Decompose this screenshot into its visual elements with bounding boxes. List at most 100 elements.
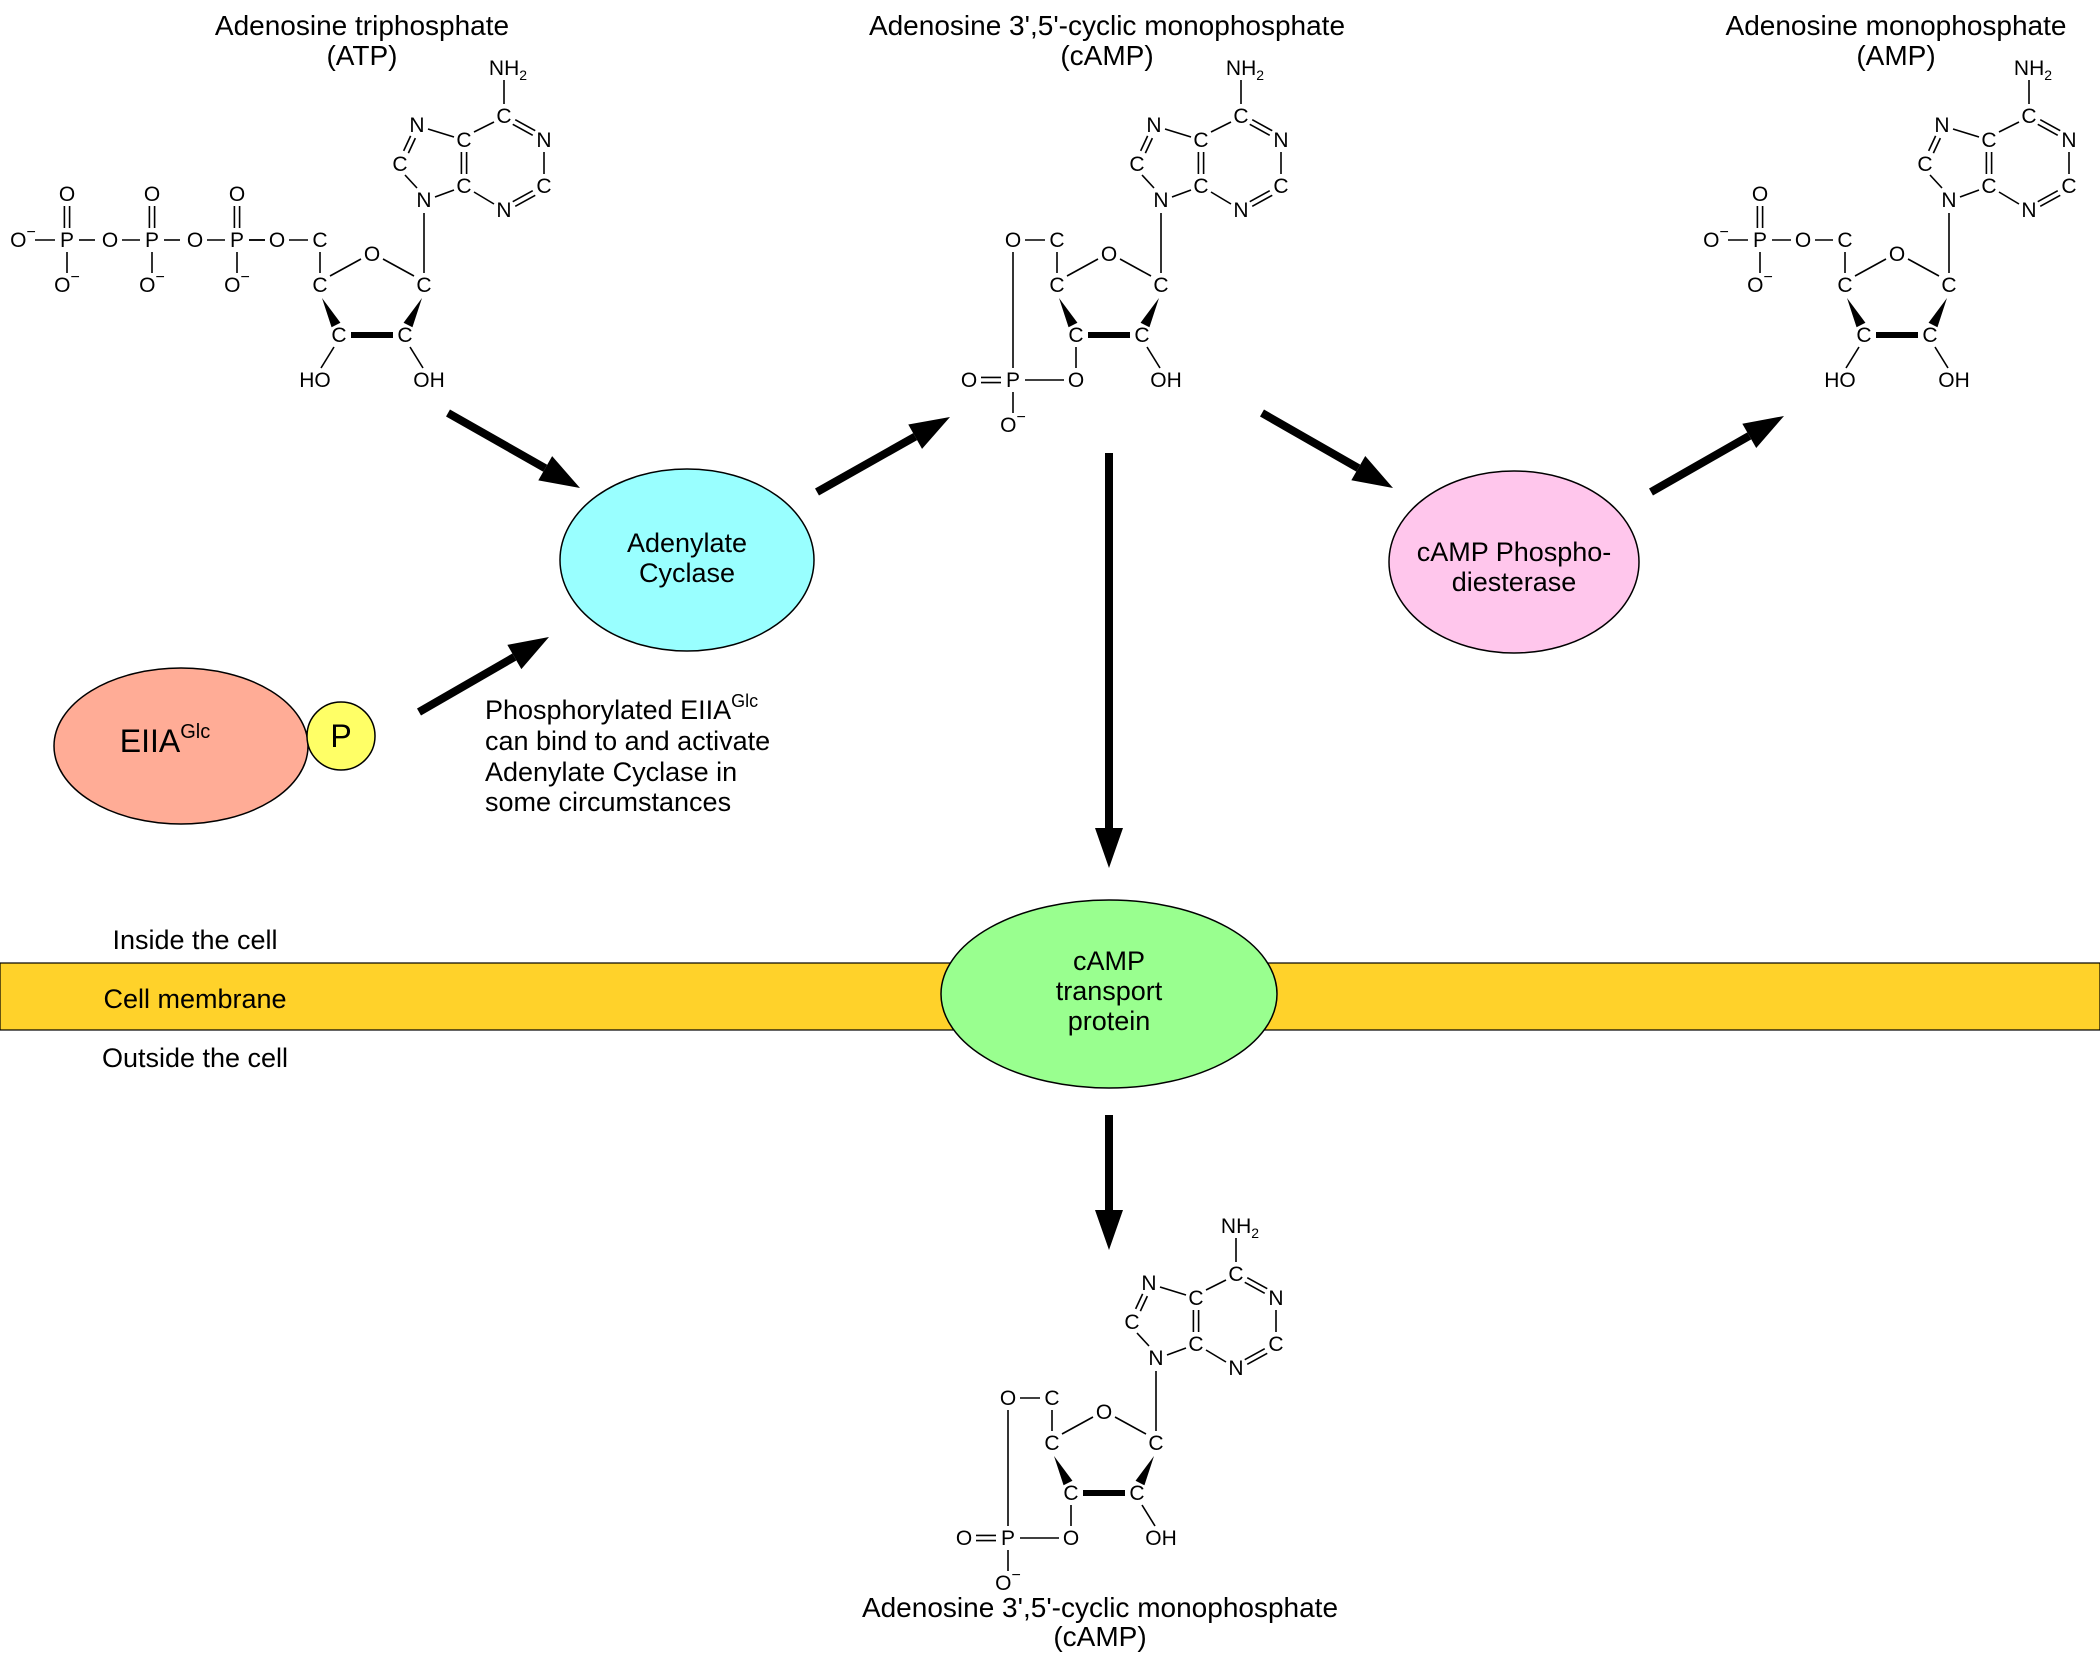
bold-bond	[1088, 332, 1130, 338]
wedge-bond	[1140, 298, 1159, 328]
double-bond	[1134, 1293, 1144, 1310]
double-bond	[2037, 123, 2059, 136]
atom-o5: O	[269, 229, 285, 252]
phosphate-3-o-top: O	[59, 183, 75, 206]
hydroxyl-2: OH	[1938, 369, 1970, 392]
eiia-base: EIIA	[120, 723, 181, 759]
cyclic-p: P	[1006, 369, 1020, 392]
double-bond	[1251, 119, 1273, 132]
atom-n7: N	[1934, 114, 1949, 137]
phosphate-1-o-top: O	[1752, 183, 1768, 206]
amino-group: NH2	[489, 57, 527, 83]
phosphodiesterase-ellipse[interactable]	[1388, 470, 1640, 654]
phosphodiesterase-node[interactable]: cAMP Phospho- diesterase	[1388, 470, 1640, 654]
bond	[1929, 174, 1943, 189]
bridging-oxygen: O	[187, 229, 203, 252]
atom-o3: O	[1063, 1527, 1079, 1550]
phosphate-1-o-top: O	[229, 183, 245, 206]
transport-protein-ellipse[interactable]	[940, 899, 1278, 1089]
wedge-bond	[1135, 1456, 1154, 1486]
atom-c3: C	[1856, 324, 1871, 347]
atom-c5: C	[1044, 1387, 1059, 1410]
double-bond	[1139, 1295, 1149, 1312]
atom-c2: C	[397, 324, 412, 347]
phosphate-2-p: P	[145, 229, 159, 252]
eiia-ellipse[interactable]	[53, 667, 309, 825]
atp-title: Adenosine triphosphate (ATP)	[215, 10, 509, 71]
adenylate-cyclase-label-2: Cyclase	[639, 558, 735, 588]
annotation-line-2: can bind to and activate	[485, 726, 770, 756]
adenylate-cyclase-node[interactable]: Adenylate Cyclase	[559, 468, 815, 652]
atom-o3: O	[1068, 369, 1084, 392]
atom-c5: C	[1837, 229, 1852, 252]
double-bond	[2039, 119, 2061, 132]
bond	[1166, 1347, 1187, 1356]
phosphodiesterase-label-2: diesterase	[1452, 567, 1577, 597]
amp-abbrev: (AMP)	[1856, 40, 1935, 71]
wedge-bond	[322, 298, 341, 328]
atom-c2-purine: C	[1273, 175, 1288, 198]
atom-c8: C	[1917, 153, 1932, 176]
atom-o5: O	[1795, 229, 1811, 252]
atom-n9: N	[1941, 189, 1956, 212]
pathway-arrows	[417, 409, 1784, 1250]
bond	[1854, 258, 1887, 277]
phosphate-1-p: P	[1753, 229, 1767, 252]
bond	[473, 121, 495, 133]
double-bond	[1251, 194, 1273, 207]
double-bond	[1932, 137, 1942, 154]
phosphate-3-o-bottom: O−	[54, 269, 80, 297]
phosphate-1-o-bottom: O−	[1747, 269, 1773, 297]
bond	[320, 346, 335, 369]
phosphodiesterase-label-1: cAMP Phospho-	[1417, 537, 1612, 567]
phosphate-2-o-bottom: O−	[139, 269, 165, 297]
arrow-shaft	[815, 433, 918, 496]
hydroxyl-2: OH	[1145, 1527, 1177, 1550]
atom-c4: C	[1837, 274, 1852, 297]
atom-n7: N	[1146, 114, 1161, 137]
transport-protein-node[interactable]: cAMP transport protein	[940, 899, 1278, 1089]
atom-c2-purine: C	[1268, 1333, 1283, 1356]
atom-n9: N	[1153, 189, 1168, 212]
atom-c4-purine: C	[1981, 175, 1996, 198]
atom-c5-purine: C	[1981, 129, 1996, 152]
amp-title: Adenosine monophosphate (AMP)	[1726, 10, 2067, 71]
phosphate-circle[interactable]	[306, 701, 376, 771]
atom-n1: N	[1268, 1287, 1283, 1310]
wedge-bond	[1059, 298, 1078, 328]
bond	[1159, 1286, 1187, 1296]
atom-c6: C	[2021, 105, 2036, 128]
atom-c8: C	[1129, 153, 1144, 176]
transport-protein-label-1: cAMP	[1073, 946, 1145, 976]
double-bond	[1144, 137, 1154, 154]
atom-n3: N	[2021, 199, 2036, 222]
atom-c4-purine: C	[1193, 175, 1208, 198]
phosphodiesterase-to-amp-arrow	[1649, 416, 1784, 496]
atp-name: Adenosine triphosphate	[215, 10, 509, 41]
adenylate-cyclase-ellipse[interactable]	[559, 468, 815, 652]
hydroxyl-3: HO	[1824, 369, 1856, 392]
arrow-head	[1095, 828, 1123, 868]
bond	[1119, 258, 1152, 277]
atom-c4: C	[1049, 274, 1064, 297]
annotation-line-1-base: Phosphorylated EIIA	[485, 695, 731, 725]
atom-o4: O	[364, 243, 380, 266]
double-bond	[407, 137, 417, 154]
atom-n1: N	[536, 129, 551, 152]
atom-c5-purine: C	[456, 129, 471, 152]
arrow-shaft	[417, 653, 517, 716]
wedge-bond	[1054, 1456, 1073, 1486]
double-bond	[514, 194, 536, 207]
atom-c4: C	[312, 274, 327, 297]
annotation-line-1: Phosphorylated EIIAGlc	[485, 691, 758, 725]
bond	[1146, 346, 1161, 369]
atp-abbrev: (ATP)	[326, 40, 397, 71]
bond	[329, 258, 362, 277]
arrow-head	[908, 417, 950, 449]
eiia-glc-node[interactable]: EIIAGlc P	[53, 667, 376, 825]
bond	[1066, 258, 1099, 277]
bond	[1164, 128, 1192, 138]
atom-c1: C	[1941, 274, 1956, 297]
